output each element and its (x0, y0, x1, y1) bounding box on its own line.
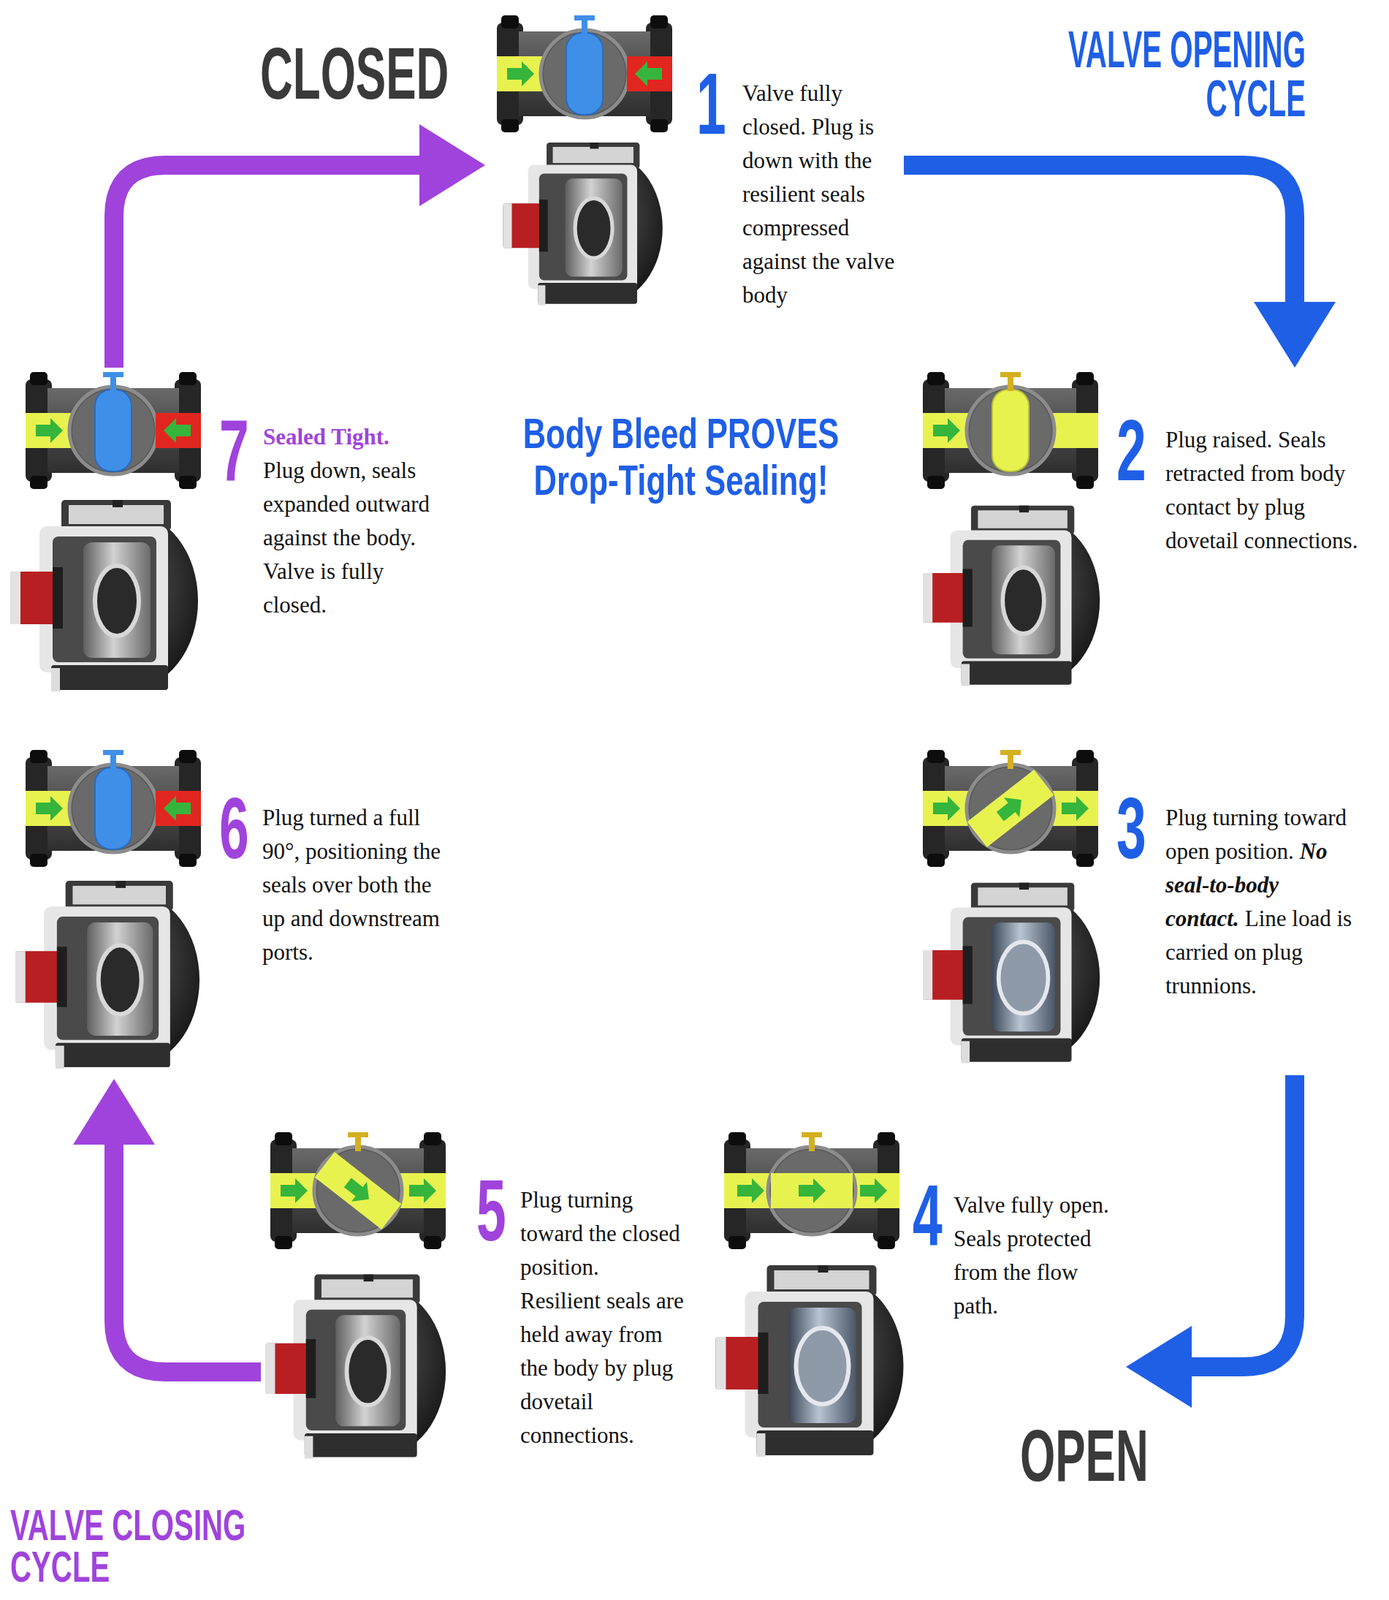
valve-stage: 2Plug raised. Seals retracted from body … (918, 367, 1382, 698)
slogan: Body Bleed PROVES Drop-Tight Sealing! (505, 409, 857, 504)
arrow-head (1125, 1325, 1192, 1408)
cycle-arrow (113, 124, 486, 368)
valve-stage: 3Plug turning toward open position.No se… (918, 745, 1379, 1075)
step-description: Plug turning toward the closed position.… (520, 1182, 685, 1452)
step-description: Valve fully open. Seals protected from t… (953, 1188, 1122, 1323)
step-description: Plug raised. Seals retracted from body c… (1165, 423, 1378, 558)
cycle-heading: VALVE CLOSING CYCLE (10, 1503, 265, 1588)
step-number: 6 (219, 784, 250, 871)
valve-cutaway (15, 880, 200, 1069)
arrow-head (73, 1078, 155, 1145)
step-text: Plug raised. Seals retracted from body c… (1165, 426, 1358, 554)
step-number: 7 (219, 406, 250, 494)
valve-schematic (724, 1131, 900, 1249)
arrow-shaft (113, 165, 423, 368)
valve-cutaway (922, 505, 1100, 687)
arrow-shaft (113, 1141, 261, 1372)
valve-cutaway (265, 1274, 446, 1459)
arrow-head (419, 124, 486, 207)
valve-cutaway (10, 499, 199, 692)
step-text: Plug turned a full 90°, positioning the … (262, 804, 441, 965)
valve-schematic (270, 1131, 446, 1249)
step-text: Plug turning toward the closed position.… (520, 1186, 684, 1448)
state-label: CLOSED (260, 36, 449, 110)
arrow-shaft (903, 165, 1295, 305)
valve-schematic (922, 749, 1099, 867)
valve-schematic (922, 371, 1099, 489)
cycle-heading: VALVE OPENING CYCLE (1053, 25, 1306, 123)
arrow-shaft (1188, 1074, 1295, 1367)
valve-stage: 5Plug turning toward the closed position… (260, 1127, 690, 1474)
step-text: Valve fully open. Seals protected from t… (953, 1191, 1110, 1319)
step-text: Plug down, seals expanded outward agains… (263, 457, 430, 618)
state-label: OPEN (1020, 1418, 1149, 1492)
valve-schematic (25, 371, 201, 489)
step-heading: Sealed Tight. (263, 420, 439, 454)
valve-stage: 4Valve fully open. Seals protected from … (709, 1127, 1126, 1463)
step-description: Plug turned a full 90°, positioning the … (262, 800, 445, 969)
valve-cutaway (922, 882, 1100, 1064)
valve-schematic (496, 15, 673, 133)
valve-cutaway (503, 142, 663, 305)
step-number: 3 (1116, 784, 1147, 871)
cycle-arrow (903, 165, 1336, 368)
step-description: Valve fully closed. Plug is down with th… (742, 76, 900, 312)
arrow-head (1253, 301, 1336, 368)
step-text: Valve fully closed. Plug is down with th… (742, 80, 895, 308)
step-number: 1 (696, 60, 727, 147)
cycle-arrow (1125, 1074, 1295, 1408)
cycle-arrow (73, 1078, 261, 1372)
step-description: Sealed Tight.Plug down, seals expanded o… (263, 420, 439, 622)
valve-stage: 7Sealed Tight.Plug down, seals expanded … (5, 367, 443, 698)
step-description: Plug turning toward open position.No sea… (1165, 800, 1374, 1003)
valve-stage: 6Plug turned a full 90°, positioning the… (10, 745, 450, 1079)
step-number: 4 (912, 1171, 943, 1259)
step-number: 5 (476, 1166, 507, 1254)
step-number: 2 (1116, 406, 1147, 494)
valve-stage: 1Valve fully closed. Plug is down with t… (485, 10, 904, 317)
valve-cutaway (716, 1264, 904, 1457)
valve-schematic (25, 749, 201, 867)
